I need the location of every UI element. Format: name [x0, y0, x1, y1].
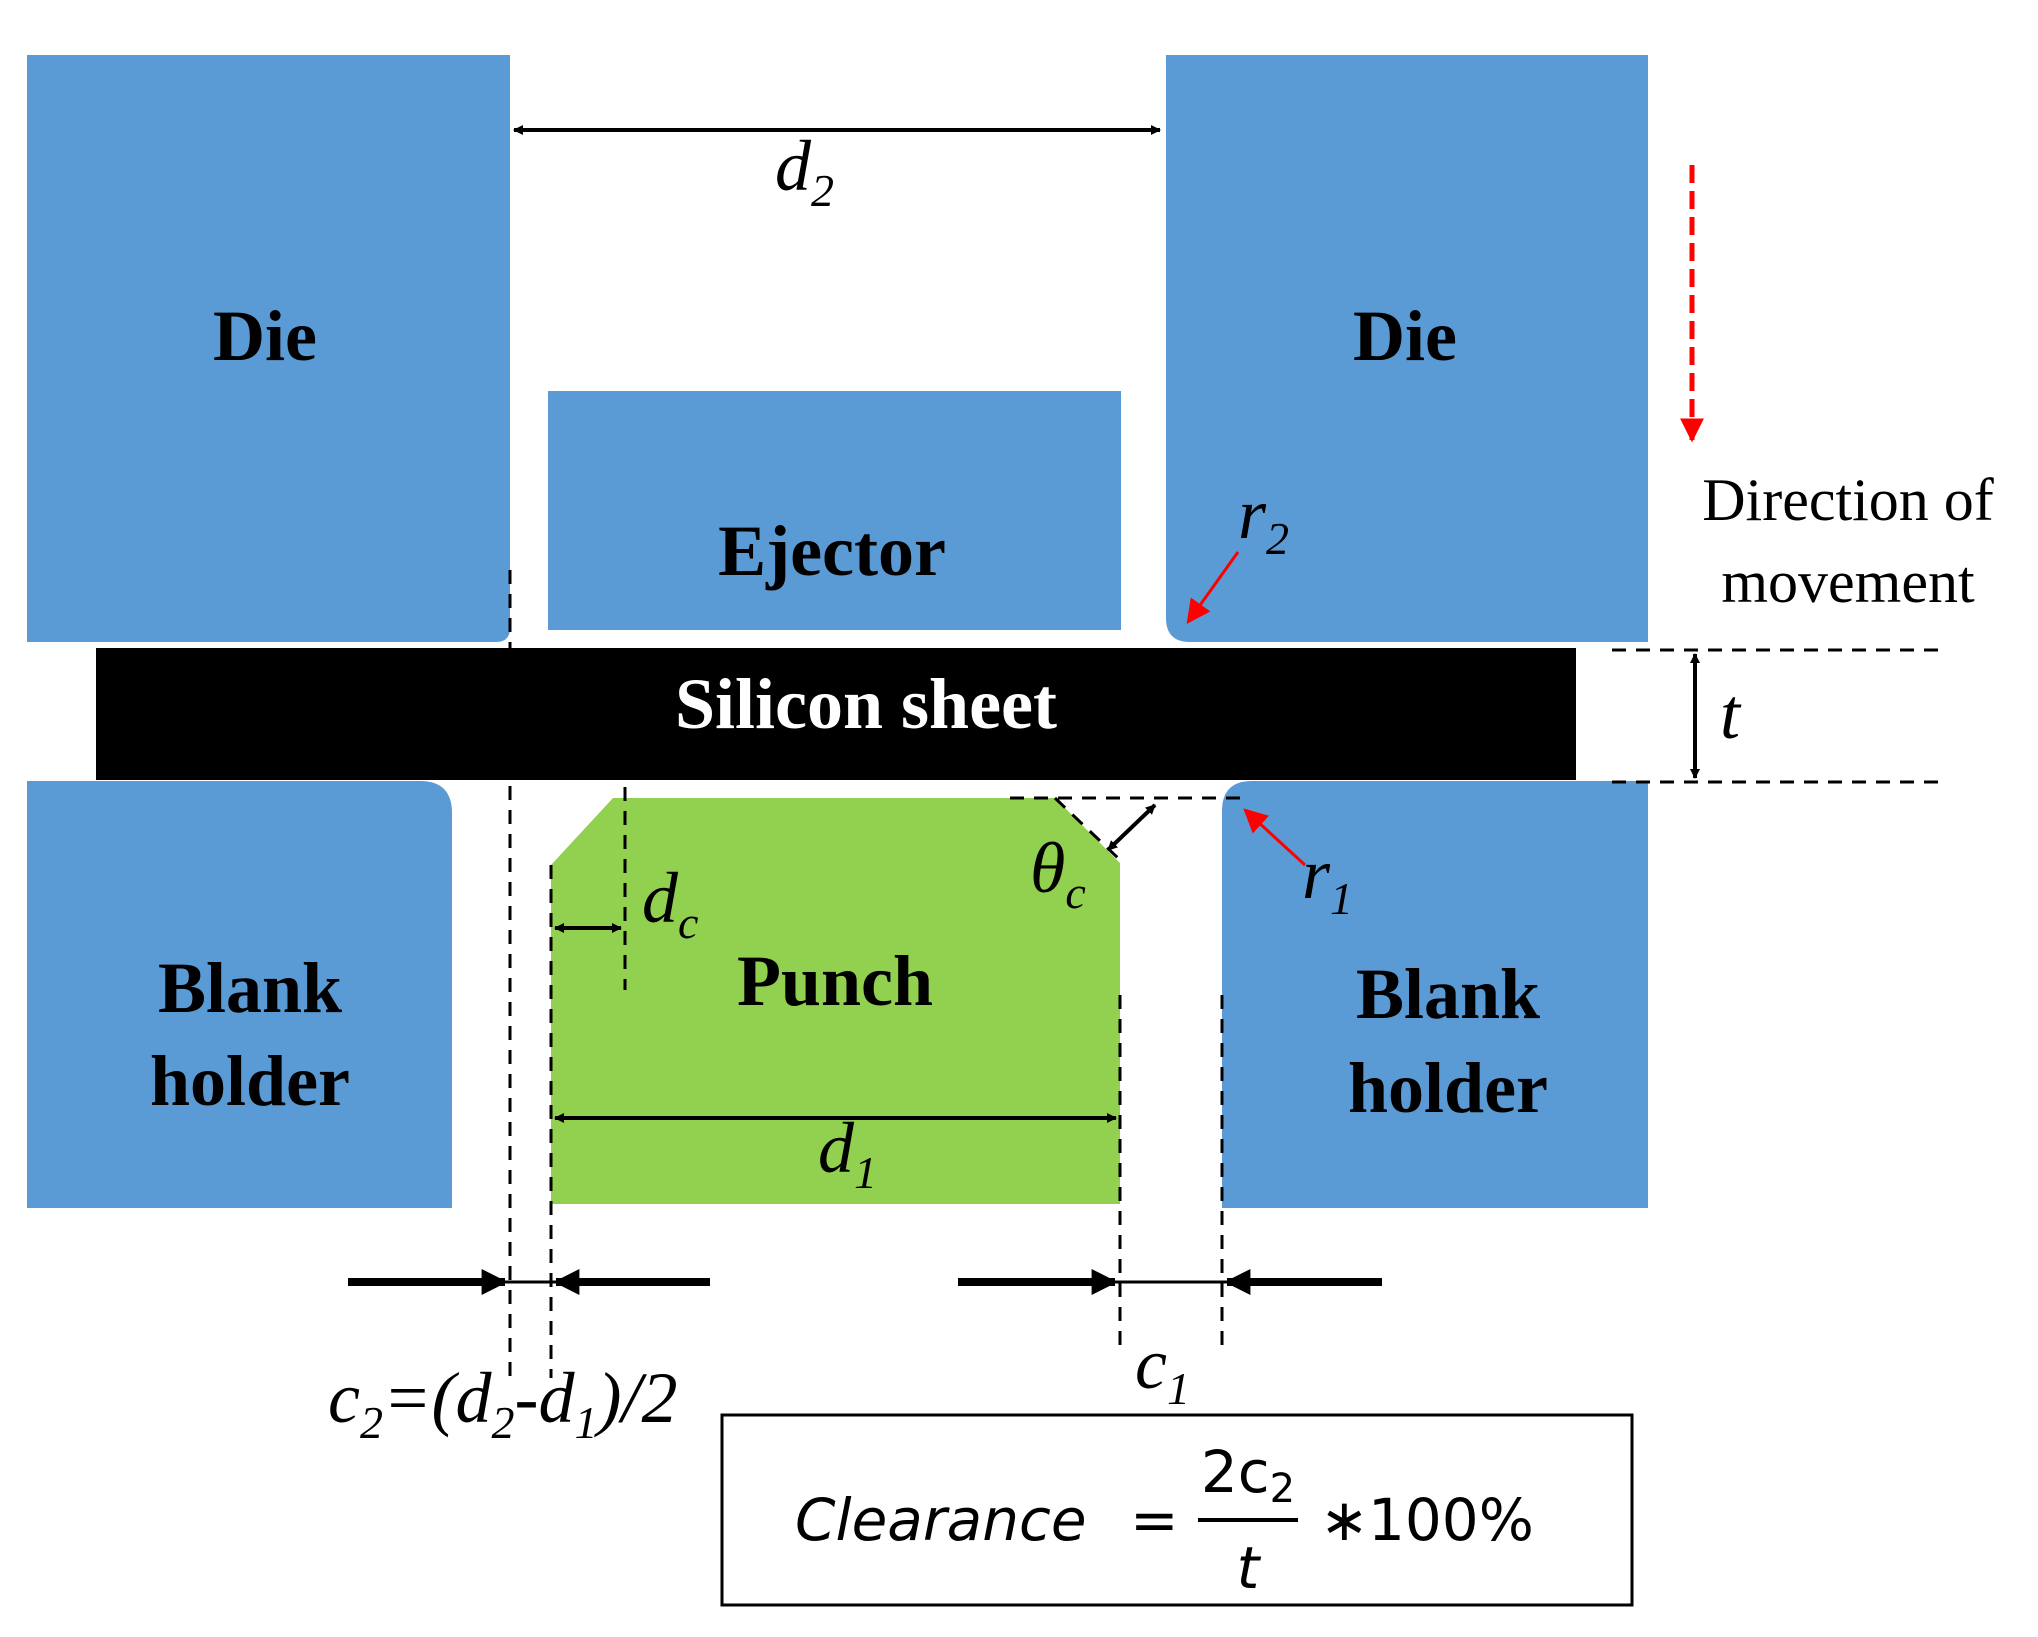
- r2-label: r2: [1238, 474, 1289, 564]
- r2-pointer-arrow: [1186, 551, 1240, 624]
- clearance-numerator: 2c2: [1201, 1438, 1295, 1512]
- die-left-label: Die: [213, 296, 317, 376]
- r1-label: r1: [1302, 834, 1353, 924]
- clearance-denominator: t: [1237, 1534, 1262, 1602]
- clearance-equals: =: [1130, 1486, 1179, 1554]
- t-label: t: [1720, 674, 1742, 754]
- die-right-label: Die: [1353, 296, 1457, 376]
- direction-label-line1: Direction of: [1702, 467, 1994, 533]
- die-left: [27, 55, 510, 642]
- r1-pointer-arrow: [1243, 808, 1307, 867]
- d1-label: d1: [818, 1108, 877, 1198]
- d2-label: d2: [775, 126, 834, 216]
- ejector-block: [548, 391, 1121, 630]
- punch-label: Punch: [737, 941, 933, 1021]
- ejector-label: Ejector: [718, 511, 946, 591]
- direction-label-line2: movement: [1721, 549, 1975, 615]
- silicon-sheet-label: Silicon sheet: [675, 664, 1057, 744]
- blank-holder-right-label-line1: Blank: [1356, 954, 1540, 1034]
- blank-holder-right-label-line2: holder: [1348, 1048, 1548, 1128]
- blank-holder-left: [27, 781, 452, 1208]
- clearance-times: ∗: [1320, 1486, 1369, 1554]
- clearance-formula-box: [720, 1413, 1634, 1607]
- c1-label: c1: [1135, 1324, 1190, 1414]
- punch-block: [551, 798, 1120, 1204]
- die-right: [1166, 55, 1648, 642]
- dc-label: dc: [642, 858, 698, 948]
- theta-dimension-arrow: [1106, 803, 1157, 852]
- blank-holder-left-label-line1: Blank: [158, 948, 342, 1028]
- clearance-lhs: Clearance: [795, 1486, 1087, 1554]
- c2-formula: c2=(d2-d1)/2: [328, 1358, 678, 1448]
- silicon-sheet-block: [96, 648, 1576, 780]
- theta-c-label: θc: [1030, 828, 1086, 918]
- blank-holder-right: [1222, 781, 1648, 1208]
- clearance-percent: 100%: [1368, 1486, 1534, 1554]
- blank-holder-left-label-line2: holder: [150, 1041, 350, 1121]
